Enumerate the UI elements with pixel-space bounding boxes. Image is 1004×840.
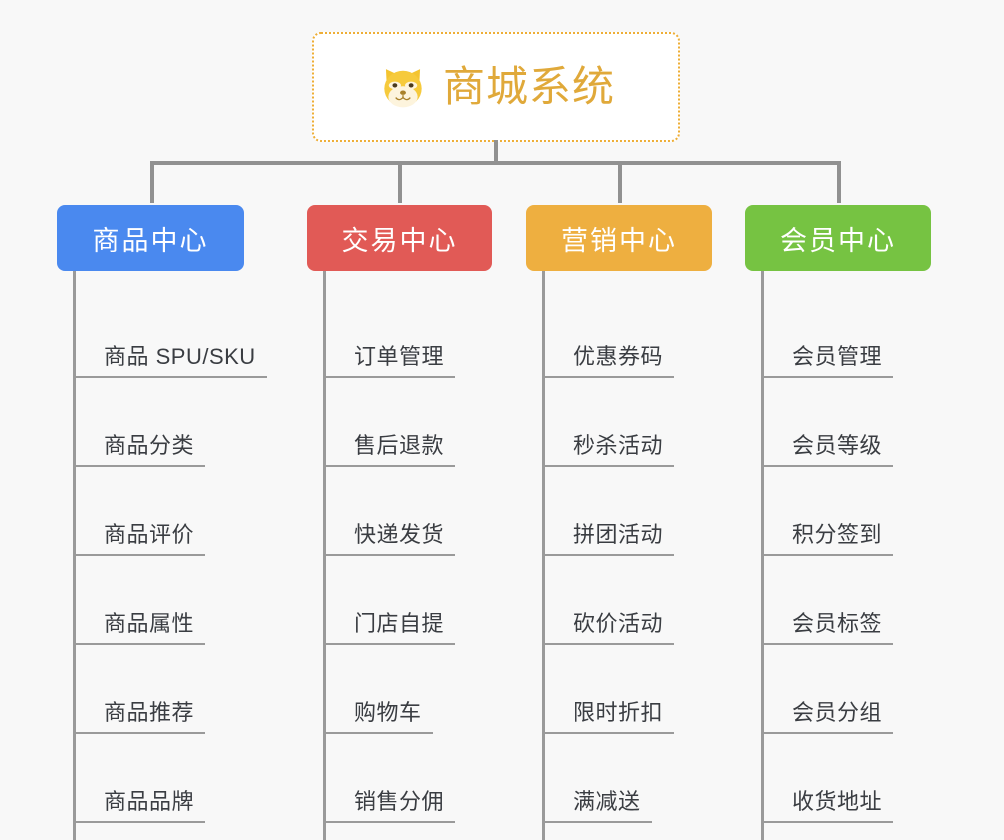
leaf-item[interactable]: 砍价活动 bbox=[526, 556, 756, 645]
leaf-item[interactable]: 购物车 bbox=[307, 645, 537, 734]
leaf-label: 会员分组 bbox=[792, 700, 883, 725]
leaf-underline bbox=[73, 732, 205, 734]
leaf-label: 订单管理 bbox=[354, 344, 445, 369]
leaf-item[interactable]: 快递发货 bbox=[307, 467, 537, 556]
connector-drop-branch-2 bbox=[398, 163, 402, 203]
leaf-underline bbox=[323, 643, 455, 645]
leaf-underline bbox=[323, 821, 455, 823]
leaf-underline bbox=[542, 643, 674, 645]
branch-column-product-center: 商品中心 商品 SPU/SKU 商品分类 商品评价 商品属性 商品推荐 bbox=[57, 205, 287, 840]
leaf-label: 商品推荐 bbox=[104, 700, 195, 725]
leaf-underline bbox=[761, 554, 893, 556]
leaf-item[interactable]: 秒杀活动 bbox=[526, 378, 756, 467]
leaf-label: 商品评价 bbox=[104, 522, 195, 547]
leaf-underline bbox=[542, 732, 674, 734]
leaf-label: 商品 SPU/SKU bbox=[104, 344, 256, 369]
leaf-label: 优惠券码 bbox=[573, 344, 664, 369]
leaf-label: 会员管理 bbox=[792, 344, 883, 369]
leaf-underline bbox=[761, 732, 893, 734]
leaf-item[interactable]: 会员标签 bbox=[745, 556, 975, 645]
leaf-label: 收货地址 bbox=[792, 789, 883, 814]
leaf-underline bbox=[542, 376, 674, 378]
leaf-label: 商品分类 bbox=[104, 433, 195, 458]
leaf-item[interactable]: 会员等级 bbox=[745, 378, 975, 467]
leaf-label: 商品属性 bbox=[104, 611, 195, 636]
leaf-underline bbox=[73, 643, 205, 645]
connector-horizontal-bus bbox=[150, 161, 841, 165]
leaf-label: 拼团活动 bbox=[573, 522, 664, 547]
leaf-label: 满减送 bbox=[573, 789, 641, 814]
connector-root-stem bbox=[494, 140, 498, 164]
leaf-underline bbox=[542, 821, 652, 823]
leaf-item[interactable]: 门店自提 bbox=[307, 556, 537, 645]
leaf-list-trade-center: 订单管理 售后退款 快递发货 门店自提 购物车 销售分佣 bbox=[307, 271, 537, 840]
leaf-item[interactable]: 商品推荐 bbox=[57, 645, 287, 734]
leaf-label: 限时折扣 bbox=[573, 700, 664, 725]
leaf-item[interactable]: 商品评价 bbox=[57, 467, 287, 556]
leaf-item[interactable]: 商品品牌 bbox=[57, 734, 287, 823]
leaf-underline bbox=[542, 554, 674, 556]
leaf-label: 积分签到 bbox=[792, 522, 883, 547]
leaf-item[interactable]: 销售分佣 bbox=[307, 734, 537, 823]
leaf-item[interactable]: 会员管理 bbox=[745, 289, 975, 378]
leaf-item[interactable]: 商品属性 bbox=[57, 556, 287, 645]
leaf-item[interactable]: 售后退款 bbox=[307, 378, 537, 467]
leaf-label: 售后退款 bbox=[354, 433, 445, 458]
leaf-underline bbox=[73, 821, 205, 823]
leaf-item[interactable]: 积分签到 bbox=[745, 467, 975, 556]
connector-drop-branch-3 bbox=[618, 163, 622, 203]
leaf-underline bbox=[761, 376, 893, 378]
leaf-item[interactable]: 商品分类 bbox=[57, 378, 287, 467]
root-node-shop-system[interactable]: 商城系统 bbox=[312, 32, 680, 142]
leaf-label: 门店自提 bbox=[354, 611, 445, 636]
leaf-underline bbox=[761, 465, 893, 467]
leaf-label: 销售分佣 bbox=[354, 789, 445, 814]
leaf-underline bbox=[323, 554, 455, 556]
leaf-underline bbox=[73, 465, 205, 467]
branch-column-member-center: 会员中心 会员管理 会员等级 积分签到 会员标签 会员分组 bbox=[745, 205, 975, 840]
leaf-underline bbox=[323, 732, 433, 734]
leaf-label: 快递发货 bbox=[354, 522, 445, 547]
leaf-label: 秒杀活动 bbox=[573, 433, 664, 458]
leaf-item[interactable]: 满减送 bbox=[526, 734, 756, 823]
leaf-item[interactable]: 收货地址 bbox=[745, 734, 975, 823]
branch-column-marketing-center: 营销中心 优惠券码 秒杀活动 拼团活动 砍价活动 限时折扣 bbox=[526, 205, 756, 840]
branch-header-marketing-center[interactable]: 营销中心 bbox=[526, 205, 712, 271]
leaf-label: 砍价活动 bbox=[573, 611, 664, 636]
branch-header-member-center[interactable]: 会员中心 bbox=[745, 205, 931, 271]
branch-header-trade-center[interactable]: 交易中心 bbox=[307, 205, 492, 271]
leaf-item[interactable]: 限时折扣 bbox=[526, 645, 756, 734]
leaf-item[interactable]: 会员分组 bbox=[745, 645, 975, 734]
leaf-underline bbox=[73, 554, 205, 556]
leaf-label: 会员等级 bbox=[792, 433, 883, 458]
root-title: 商城系统 bbox=[442, 63, 615, 110]
leaf-list-member-center: 会员管理 会员等级 积分签到 会员标签 会员分组 收货地址 bbox=[745, 271, 975, 840]
branch-header-product-center[interactable]: 商品中心 bbox=[57, 205, 244, 271]
leaf-item[interactable]: 优惠券码 bbox=[526, 289, 756, 378]
leaf-item[interactable]: 拼团活动 bbox=[526, 467, 756, 556]
leaf-list-marketing-center: 优惠券码 秒杀活动 拼团活动 砍价活动 限时折扣 满减送 bbox=[526, 271, 756, 840]
leaf-underline bbox=[542, 465, 674, 467]
leaf-list-product-center: 商品 SPU/SKU 商品分类 商品评价 商品属性 商品推荐 商品品牌 bbox=[57, 271, 287, 840]
leaf-item[interactable]: 订单管理 bbox=[307, 289, 537, 378]
connector-drop-branch-4 bbox=[837, 163, 841, 203]
leaf-label: 购物车 bbox=[354, 700, 422, 725]
shiba-dog-face-icon bbox=[377, 61, 429, 113]
leaf-underline bbox=[761, 643, 893, 645]
leaf-label: 商品品牌 bbox=[104, 789, 195, 814]
leaf-underline bbox=[323, 465, 455, 467]
leaf-underline bbox=[73, 376, 267, 378]
connector-drop-branch-1 bbox=[150, 163, 154, 203]
branch-column-trade-center: 交易中心 订单管理 售后退款 快递发货 门店自提 购物车 bbox=[307, 205, 537, 840]
leaf-item[interactable]: 商品 SPU/SKU bbox=[57, 289, 287, 378]
leaf-label: 会员标签 bbox=[792, 611, 883, 636]
leaf-underline bbox=[323, 376, 455, 378]
leaf-underline bbox=[761, 821, 893, 823]
